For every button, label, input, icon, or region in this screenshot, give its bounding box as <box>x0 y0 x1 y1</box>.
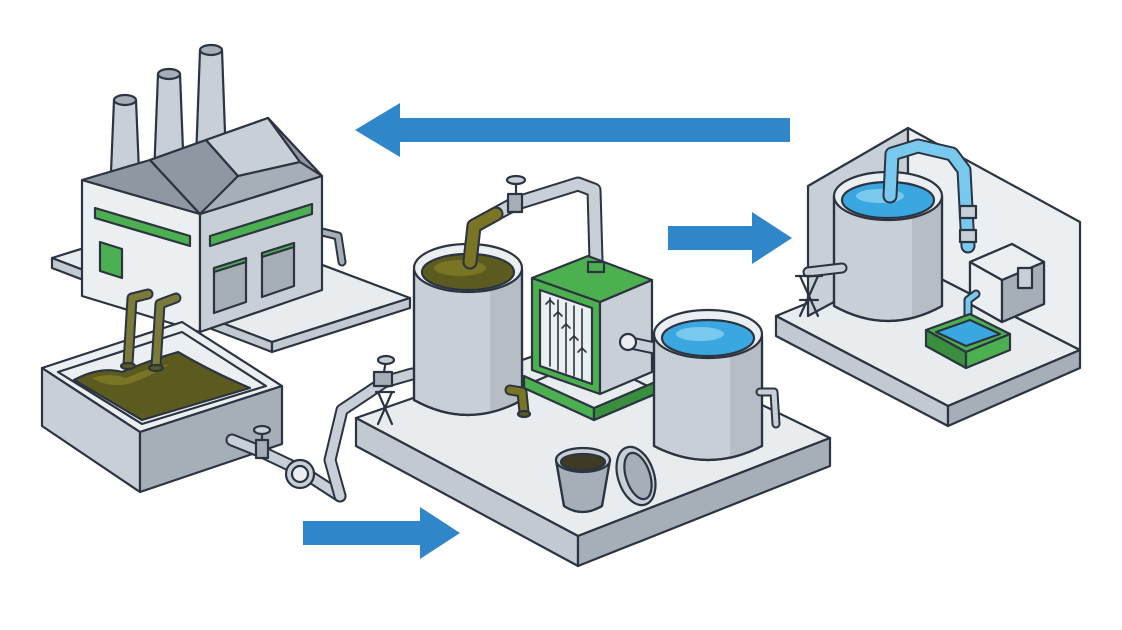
factory <box>50 43 412 354</box>
return-to-factory-arrow <box>355 103 790 157</box>
water-storage-room <box>774 126 1082 428</box>
to-reuse-arrow <box>668 212 792 264</box>
wastewater-holding-basin <box>40 288 347 503</box>
water-pump <box>924 242 1046 370</box>
settling-tank <box>412 174 604 419</box>
heat-exchanger <box>522 254 671 422</box>
clean-water-tank <box>652 308 781 461</box>
storage-tank <box>794 170 944 322</box>
sludge-bin-contents <box>559 452 607 472</box>
pump-basin-water <box>934 318 1002 348</box>
flow-arrows <box>303 103 792 559</box>
sludge-bin <box>554 445 657 514</box>
to-treatment-arrow <box>303 507 460 559</box>
heat-exchanger-fins <box>545 297 587 380</box>
